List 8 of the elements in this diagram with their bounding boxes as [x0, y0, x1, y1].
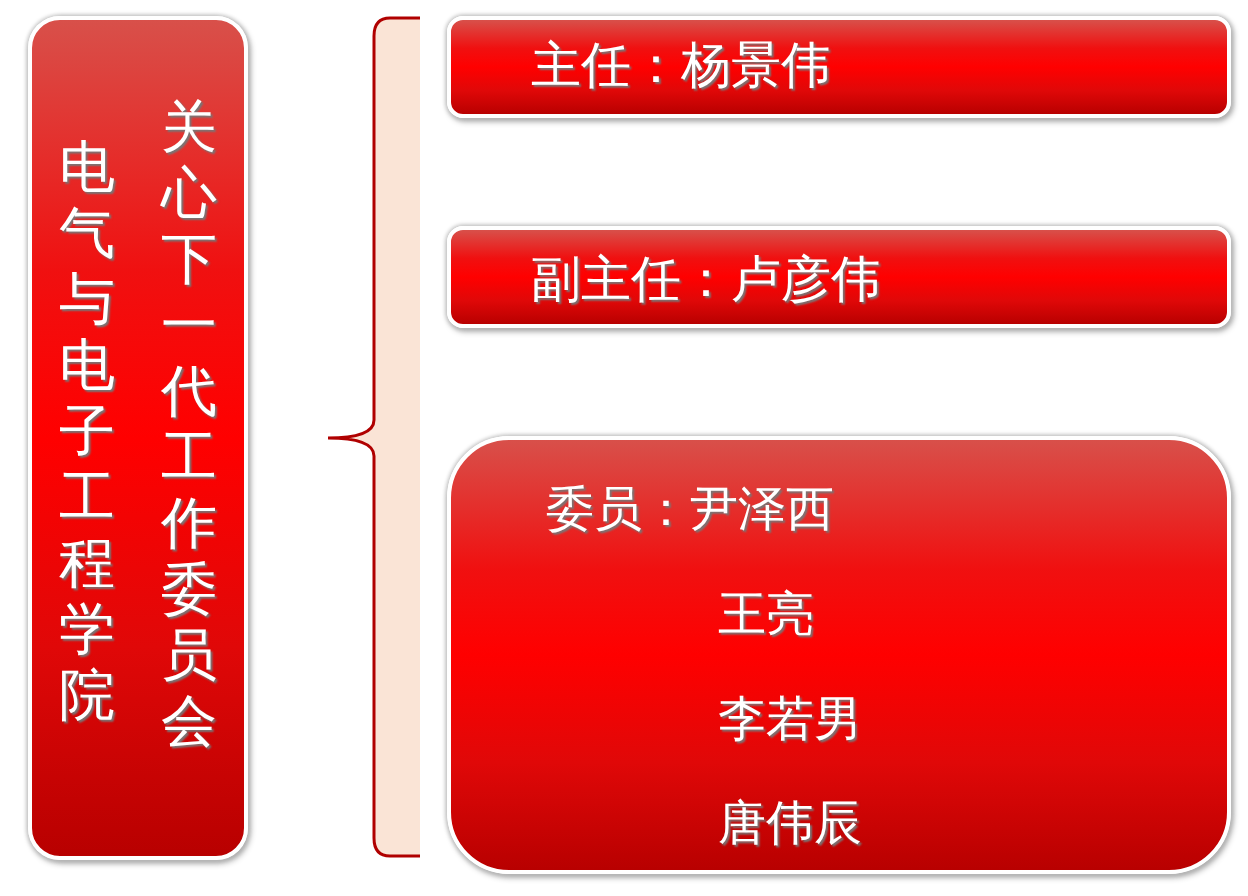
member-name: 唐伟辰: [718, 796, 862, 850]
role-label: 副主任：卢彦伟: [531, 252, 881, 307]
committee-name: 关心下一代工作委员会: [161, 94, 217, 754]
role-label: 主任：杨景伟: [531, 38, 831, 93]
school-name: 电气与电子工程学院: [59, 134, 115, 728]
member-name: 李若男: [718, 691, 862, 745]
member-name: 王亮: [718, 586, 814, 640]
role-label: 委员：尹泽西: [546, 482, 834, 535]
